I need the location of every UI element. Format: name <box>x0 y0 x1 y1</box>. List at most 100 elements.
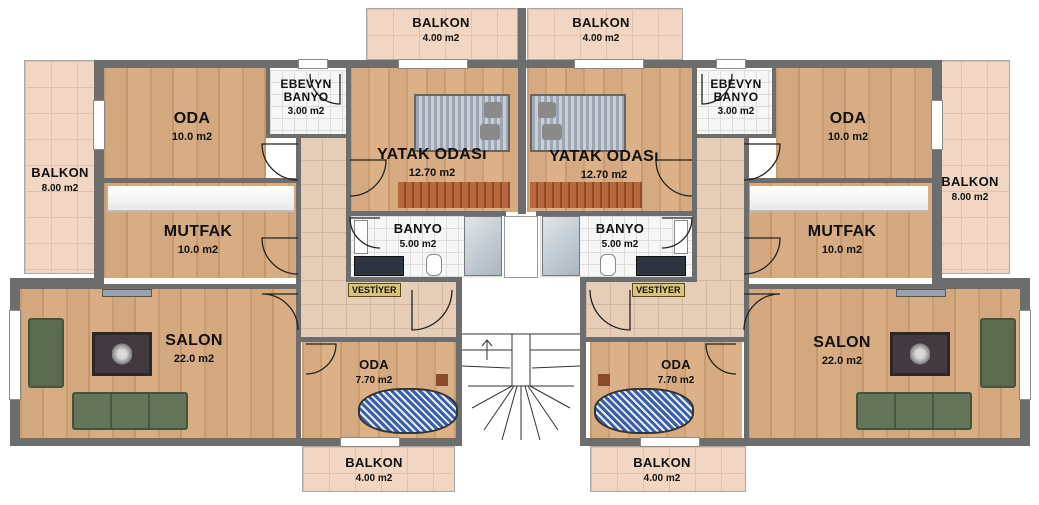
nightstand <box>598 374 610 386</box>
wall <box>580 282 586 442</box>
bathtub <box>354 220 368 254</box>
label-mutfak-left: MUTFAK 10.0 m2 <box>164 223 232 256</box>
vanity <box>636 256 686 276</box>
label-salon-right: SALON 22.0 m2 <box>813 334 871 367</box>
wall <box>346 68 351 282</box>
sofa <box>980 318 1016 388</box>
room-name: BALKON <box>345 455 403 470</box>
plant-icon <box>112 340 132 368</box>
wall <box>580 438 1030 446</box>
wardrobe <box>530 182 642 208</box>
entry-right[interactable] <box>586 280 746 338</box>
room-area: 3.00 m2 <box>287 106 325 118</box>
wall <box>296 136 301 332</box>
label-balkon-bottom-right: BALKON 4.00 m2 <box>633 455 691 484</box>
room-area: 5.00 m2 <box>601 239 639 251</box>
sofa <box>28 318 64 388</box>
wall <box>94 60 104 280</box>
room-name: EBEVYN <box>710 77 762 91</box>
window <box>9 310 21 400</box>
balkon-bottom-left[interactable] <box>302 446 455 492</box>
wall <box>932 278 1030 288</box>
label-oda-small-right: ODA 7.70 m2 <box>657 357 695 387</box>
room-area: 22.0 m2 <box>173 352 215 365</box>
label-banyo-left: BANYO 5.00 m2 <box>394 221 442 251</box>
wall <box>932 60 942 280</box>
oda-left[interactable] <box>104 68 266 178</box>
wall <box>104 178 298 183</box>
balkon-top-right[interactable] <box>527 8 683 60</box>
room-area: 4.00 m2 <box>582 33 620 45</box>
sofa <box>72 392 188 430</box>
wall <box>456 282 462 442</box>
pillow <box>538 102 556 118</box>
wall <box>10 278 104 288</box>
kitchen-counter <box>750 186 928 212</box>
room-area: 7.70 m2 <box>657 375 695 387</box>
pillow <box>542 124 562 140</box>
window <box>640 437 700 447</box>
wall <box>10 438 462 446</box>
wall <box>296 288 301 438</box>
window <box>574 59 644 69</box>
bathtub <box>674 220 688 254</box>
oda-right[interactable] <box>776 68 932 178</box>
shower <box>464 216 502 276</box>
label-balkon-left: BALKON 8.00 m2 <box>31 165 89 195</box>
shower <box>542 216 580 276</box>
room-name: BALKON <box>412 15 470 30</box>
label-ebeveyn-banyo-left: EBEVYN BANYO 3.00 m2 <box>280 77 332 118</box>
label-oda-small-left: ODA 7.70 m2 <box>356 357 393 386</box>
bed <box>594 388 694 434</box>
toilet <box>426 254 442 276</box>
stair-divider <box>504 216 538 278</box>
vanity <box>354 256 404 276</box>
room-area: 10.0 m2 <box>171 130 213 143</box>
pillow <box>480 124 500 140</box>
room-area: 5.00 m2 <box>399 239 437 251</box>
label-balkon-bottom-left: BALKON 4.00 m2 <box>345 455 403 485</box>
bed <box>530 94 626 152</box>
wall <box>536 211 694 216</box>
room-name: BALKON <box>633 455 691 470</box>
balkon-left[interactable] <box>24 60 102 274</box>
room-area: 3.00 m2 <box>717 106 755 118</box>
wall <box>772 68 776 138</box>
wall <box>518 8 526 214</box>
room-area: 4.00 m2 <box>355 473 393 485</box>
room-area: 8.00 m2 <box>41 183 79 195</box>
balkon-bottom-right[interactable] <box>590 446 746 492</box>
room-name: EBEVYN <box>280 77 332 91</box>
room-name: BANYO <box>713 90 759 105</box>
room-name: BALKON <box>572 15 630 30</box>
label-banyo-right: BANYO 5.00 m2 <box>596 221 644 251</box>
label-mutfak-right: MUTFAK 10.0 m2 <box>808 223 876 256</box>
wall <box>266 134 350 138</box>
label-balkon-right: BALKON 8.00 m2 <box>941 174 998 204</box>
wall <box>746 178 932 183</box>
wall <box>584 337 746 342</box>
label-oda-left: ODA 10.0 m2 <box>172 110 212 143</box>
stairs <box>462 333 580 440</box>
wall <box>692 68 697 282</box>
wall <box>20 284 300 289</box>
room-name: MUTFAK <box>807 223 877 240</box>
wall <box>692 134 776 138</box>
sofa <box>856 392 972 430</box>
room-area: 10.0 m2 <box>821 243 863 256</box>
window <box>340 437 400 447</box>
room-area: 22.0 m2 <box>821 354 863 367</box>
window <box>398 59 468 69</box>
room-area: 8.00 m2 <box>951 192 989 204</box>
room-name: BALKON <box>31 165 89 180</box>
wall <box>350 211 506 216</box>
room-name: ODA <box>661 357 691 372</box>
room-area: 4.00 m2 <box>422 33 460 45</box>
balkon-right[interactable] <box>934 60 1010 274</box>
pillow <box>484 102 502 118</box>
vestiyer-tag-right: VESTİYER <box>632 283 685 297</box>
room-name: YATAK ODASı <box>549 148 659 165</box>
label-balkon-top-left: BALKON 4.00 m2 <box>412 15 470 45</box>
balkon-top-left[interactable] <box>366 8 518 60</box>
wall <box>744 136 749 332</box>
